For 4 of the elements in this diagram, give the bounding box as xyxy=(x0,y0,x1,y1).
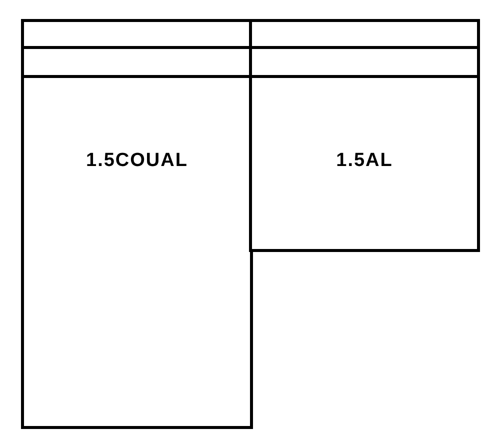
module-label: 1.5COUAL xyxy=(86,151,188,170)
module-label: 1.5AL xyxy=(336,151,393,170)
sofa-module xyxy=(21,19,253,429)
sofa-module xyxy=(249,19,480,252)
